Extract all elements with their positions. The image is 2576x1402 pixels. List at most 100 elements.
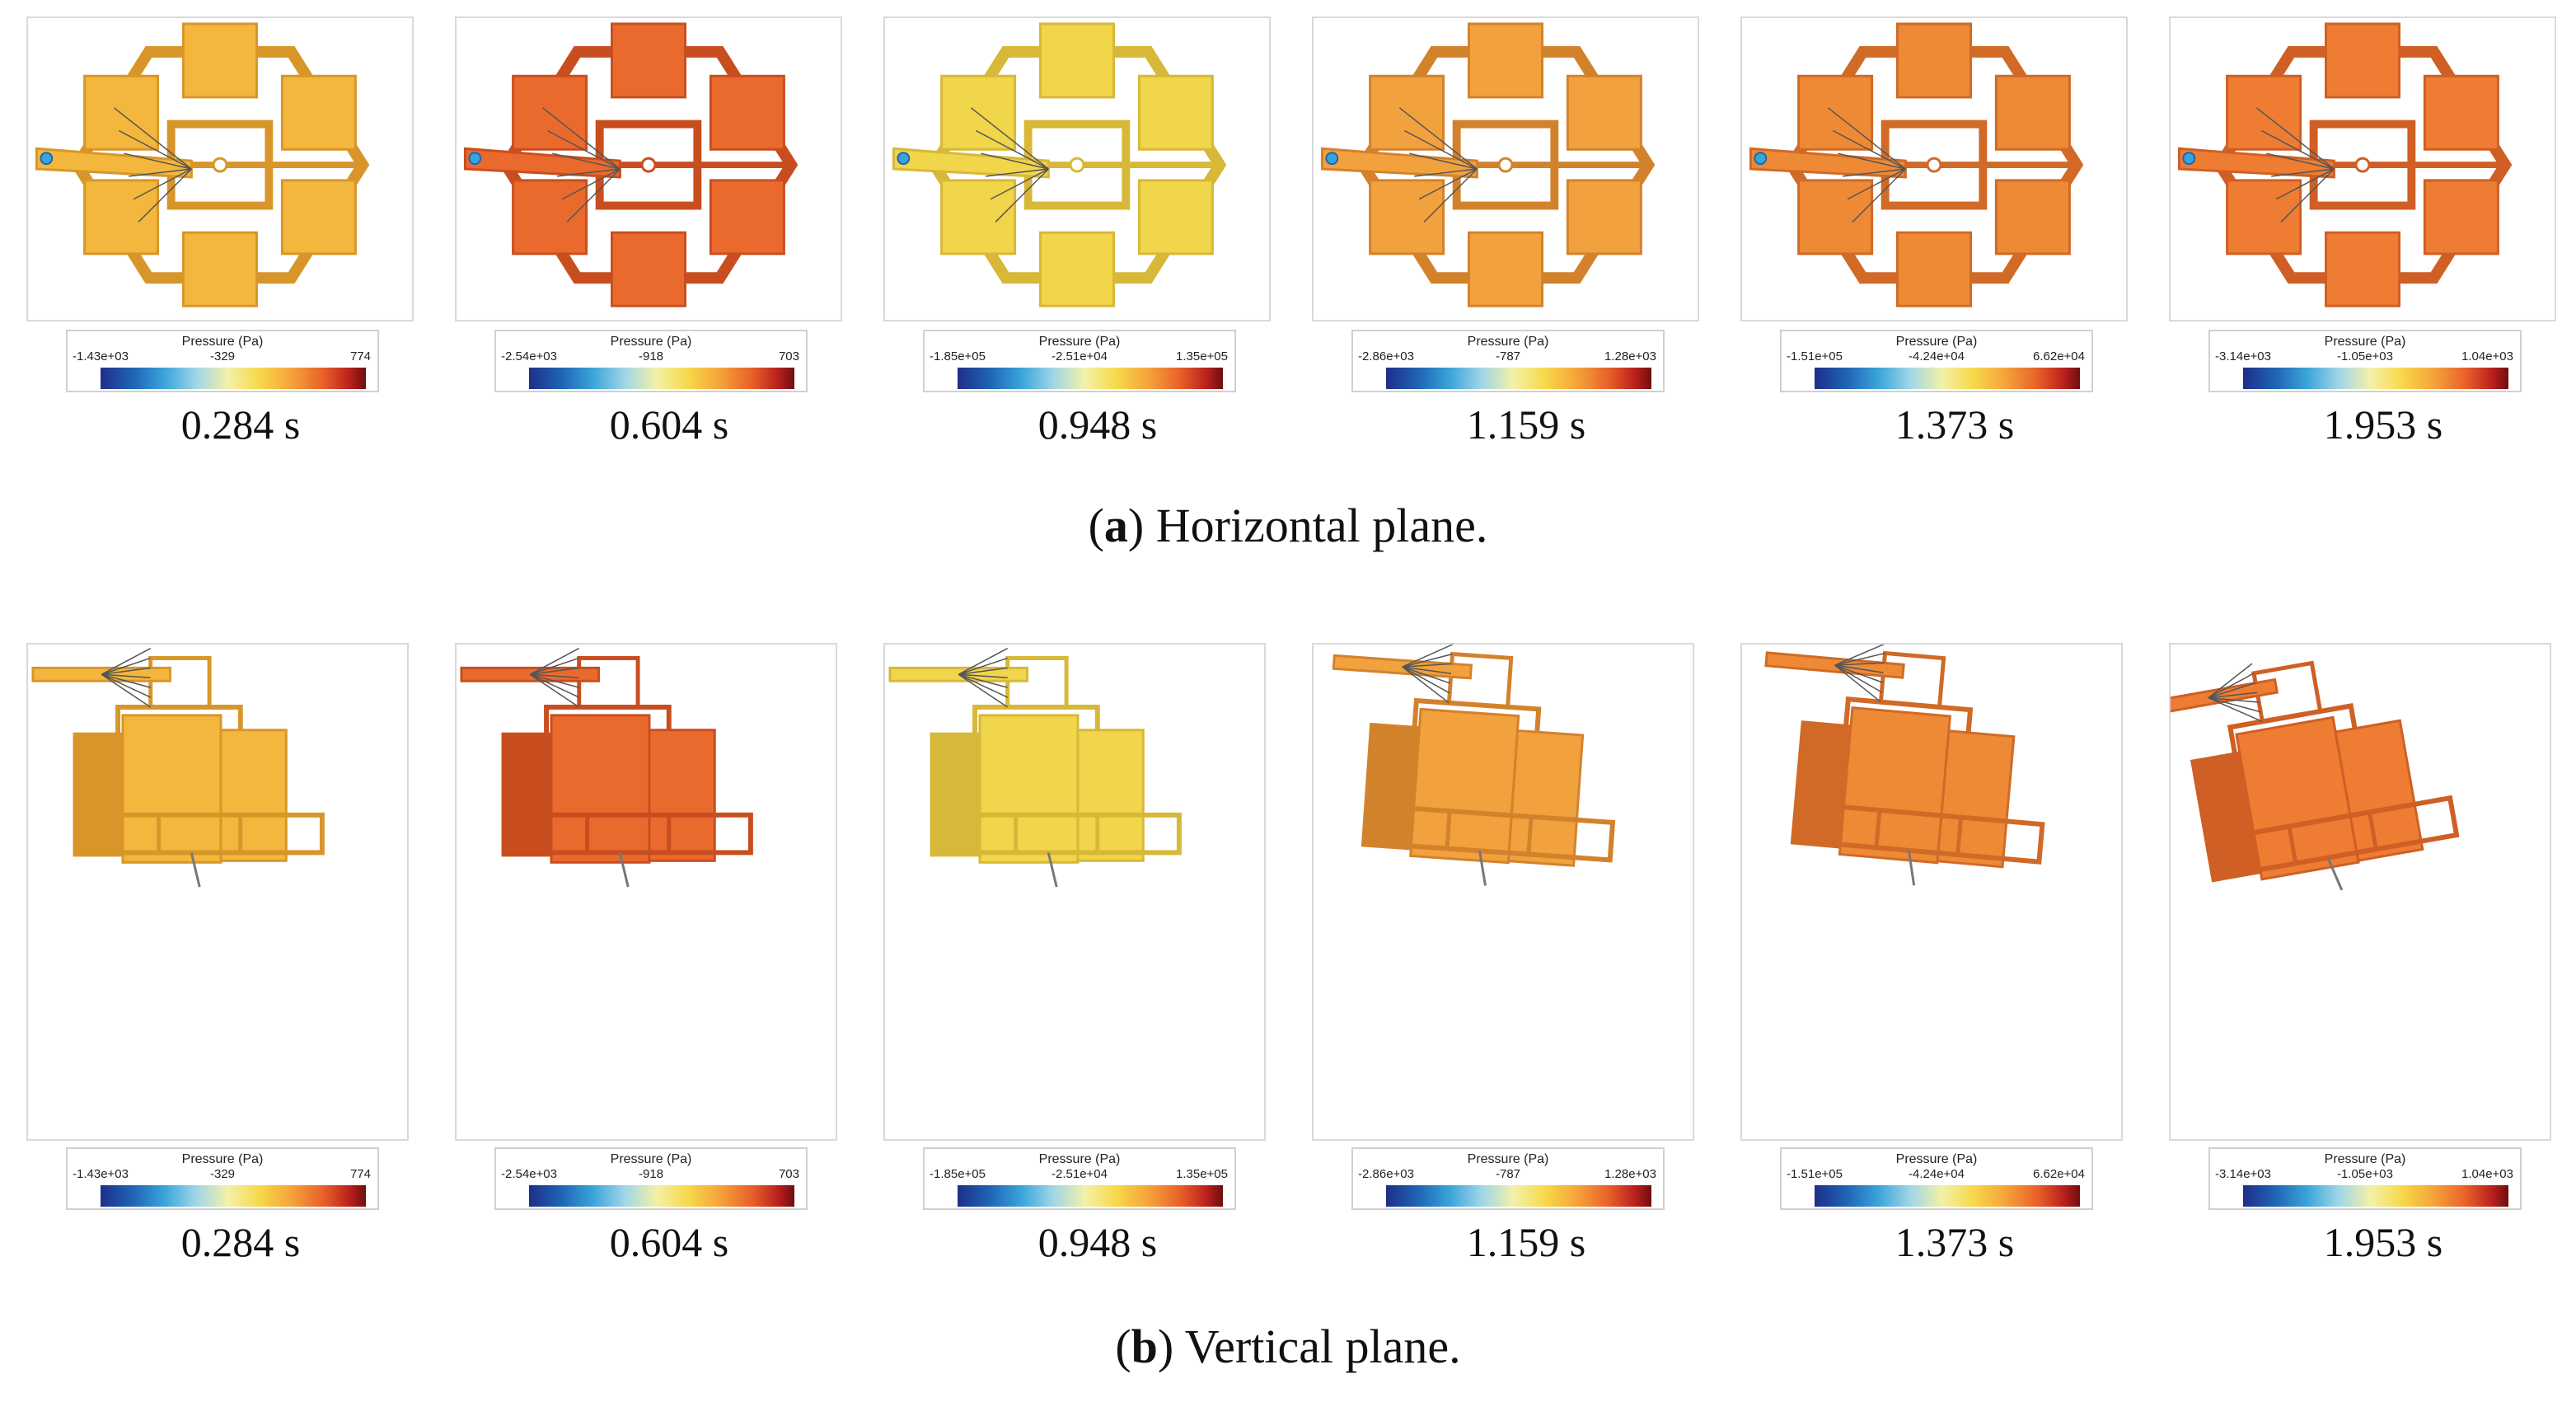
snapshot-time: 1.373 s [1895,1219,2015,1265]
colorbar-max: 703 [778,1167,799,1181]
mooring-line [1478,851,1487,886]
net-line [958,657,1008,675]
colorbar-title: Pressure (Pa) [1895,335,1978,349]
float-block [1566,74,1642,151]
colorbar-gradient [1815,1185,2080,1207]
top-frame [1878,650,1946,710]
lower-strut [1445,810,1452,849]
lower-frame [1362,802,1616,863]
net-line [529,647,580,675]
pressure-colorbar: Pressure (Pa) -1.43e+03 -329 774 [66,1147,379,1210]
horizontal-snapshot-image [1312,16,1699,321]
pressure-colorbar: Pressure (Pa) -1.85e+05 -2.51e+04 1.35e+… [923,1147,1236,1210]
net-line [552,152,621,170]
colorbar-gradient [101,1185,366,1207]
cage-group [1320,22,1656,307]
snapshot-time: 0.284 s [180,401,301,448]
net-line [2260,129,2335,170]
top-frame [148,655,212,710]
caption-vertical: (b) Vertical plane. [1115,1320,1461,1373]
snapshot-time: 0.948 s [1037,1219,1158,1265]
mooring-arm [1764,651,1905,679]
net-line [541,107,621,170]
float-left [930,732,981,857]
cage-group [460,647,753,888]
net-line [1398,107,1478,170]
cage-group [888,647,1182,888]
float-block [1566,179,1642,256]
float-block [512,179,588,256]
snapshot-time: 1.159 s [1466,1219,1586,1265]
net-line [566,168,621,223]
float-block [280,74,357,151]
pressure-colorbar: Pressure (Pa) -2.86e+03 -787 1.28e+03 [1351,330,1665,392]
lower-frame [74,812,325,856]
vertical-snapshot-image [883,643,1266,1141]
float-block [1137,179,1214,256]
colorbar-min: -3.14e+03 [2215,1167,2271,1181]
lower-frame [931,812,1182,856]
colorbar-max: 1.28e+03 [1604,1167,1656,1181]
net-line [133,168,192,200]
arm-eye [1754,152,1768,166]
horizontal-cage-render [35,22,370,307]
colorbar-mid: -787 [1495,1167,1521,1181]
colorbar-min: -2.86e+03 [1358,349,1414,363]
caption-letter: b [1131,1320,1158,1373]
net-line [2275,168,2335,200]
colorbar-min: -1.51e+05 [1787,349,1843,363]
net-line [1402,666,1451,674]
snapshot-time: 1.953 s [2323,401,2443,448]
float-block [182,22,258,99]
snapshot-time: 0.948 s [1037,401,1158,448]
net-line [958,673,1009,698]
lower-strut [1526,816,1534,855]
float-block [182,231,258,307]
float-block [2423,74,2499,151]
float-right [1936,729,2016,869]
net-line [958,673,1009,708]
net-line [529,673,580,698]
horizontal-snapshot-image [883,16,1271,321]
colorbar-min: -1.85e+05 [930,1167,986,1181]
net-line [1834,652,1885,666]
net-line [1832,129,1906,170]
net-line [1838,152,1906,170]
caption-text: Vertical plane. [1184,1320,1461,1373]
float-block [1039,231,1115,307]
net-line [958,673,1008,688]
float-right [2334,719,2424,862]
colorbar-title: Pressure (Pa) [1467,1152,1549,1166]
vertical-snapshot-image [26,643,409,1141]
float-block [611,231,686,307]
colorbar-mid: -787 [1495,349,1521,363]
colorbar-mid: -918 [638,1167,664,1181]
net-line [2208,696,2261,713]
lower-frame [503,812,753,856]
arm-eye [2182,152,2196,166]
net-line [958,667,1008,676]
pressure-colorbar: Pressure (Pa) -2.54e+03 -918 703 [494,330,808,392]
colorbar-title: Pressure (Pa) [181,335,264,349]
float-block [709,74,785,151]
vertical-snapshot-image [455,643,837,1141]
mooring-arm [460,666,600,682]
horizontal-snapshot-image [26,16,414,321]
arm-eye [897,152,911,166]
colorbar-gradient [2243,368,2508,389]
net-line [970,107,1049,170]
net-line [101,647,152,675]
colorbar-title: Pressure (Pa) [610,1152,692,1166]
net-line [530,673,579,679]
cage-group [1332,645,1616,886]
horizontal-snapshot-image [1740,16,2128,321]
net-line [1834,645,1886,666]
colorbar-max: 1.35e+05 [1176,1167,1228,1181]
caption-text: Horizontal plane. [1155,499,1488,552]
colorbar-min: -1.51e+05 [1787,1167,1843,1181]
float-right [1506,729,1585,867]
colorbar-gradient [101,368,366,389]
vertical-cage-render [888,647,1182,888]
cage-group [2171,660,2460,891]
net-line [2280,168,2335,223]
